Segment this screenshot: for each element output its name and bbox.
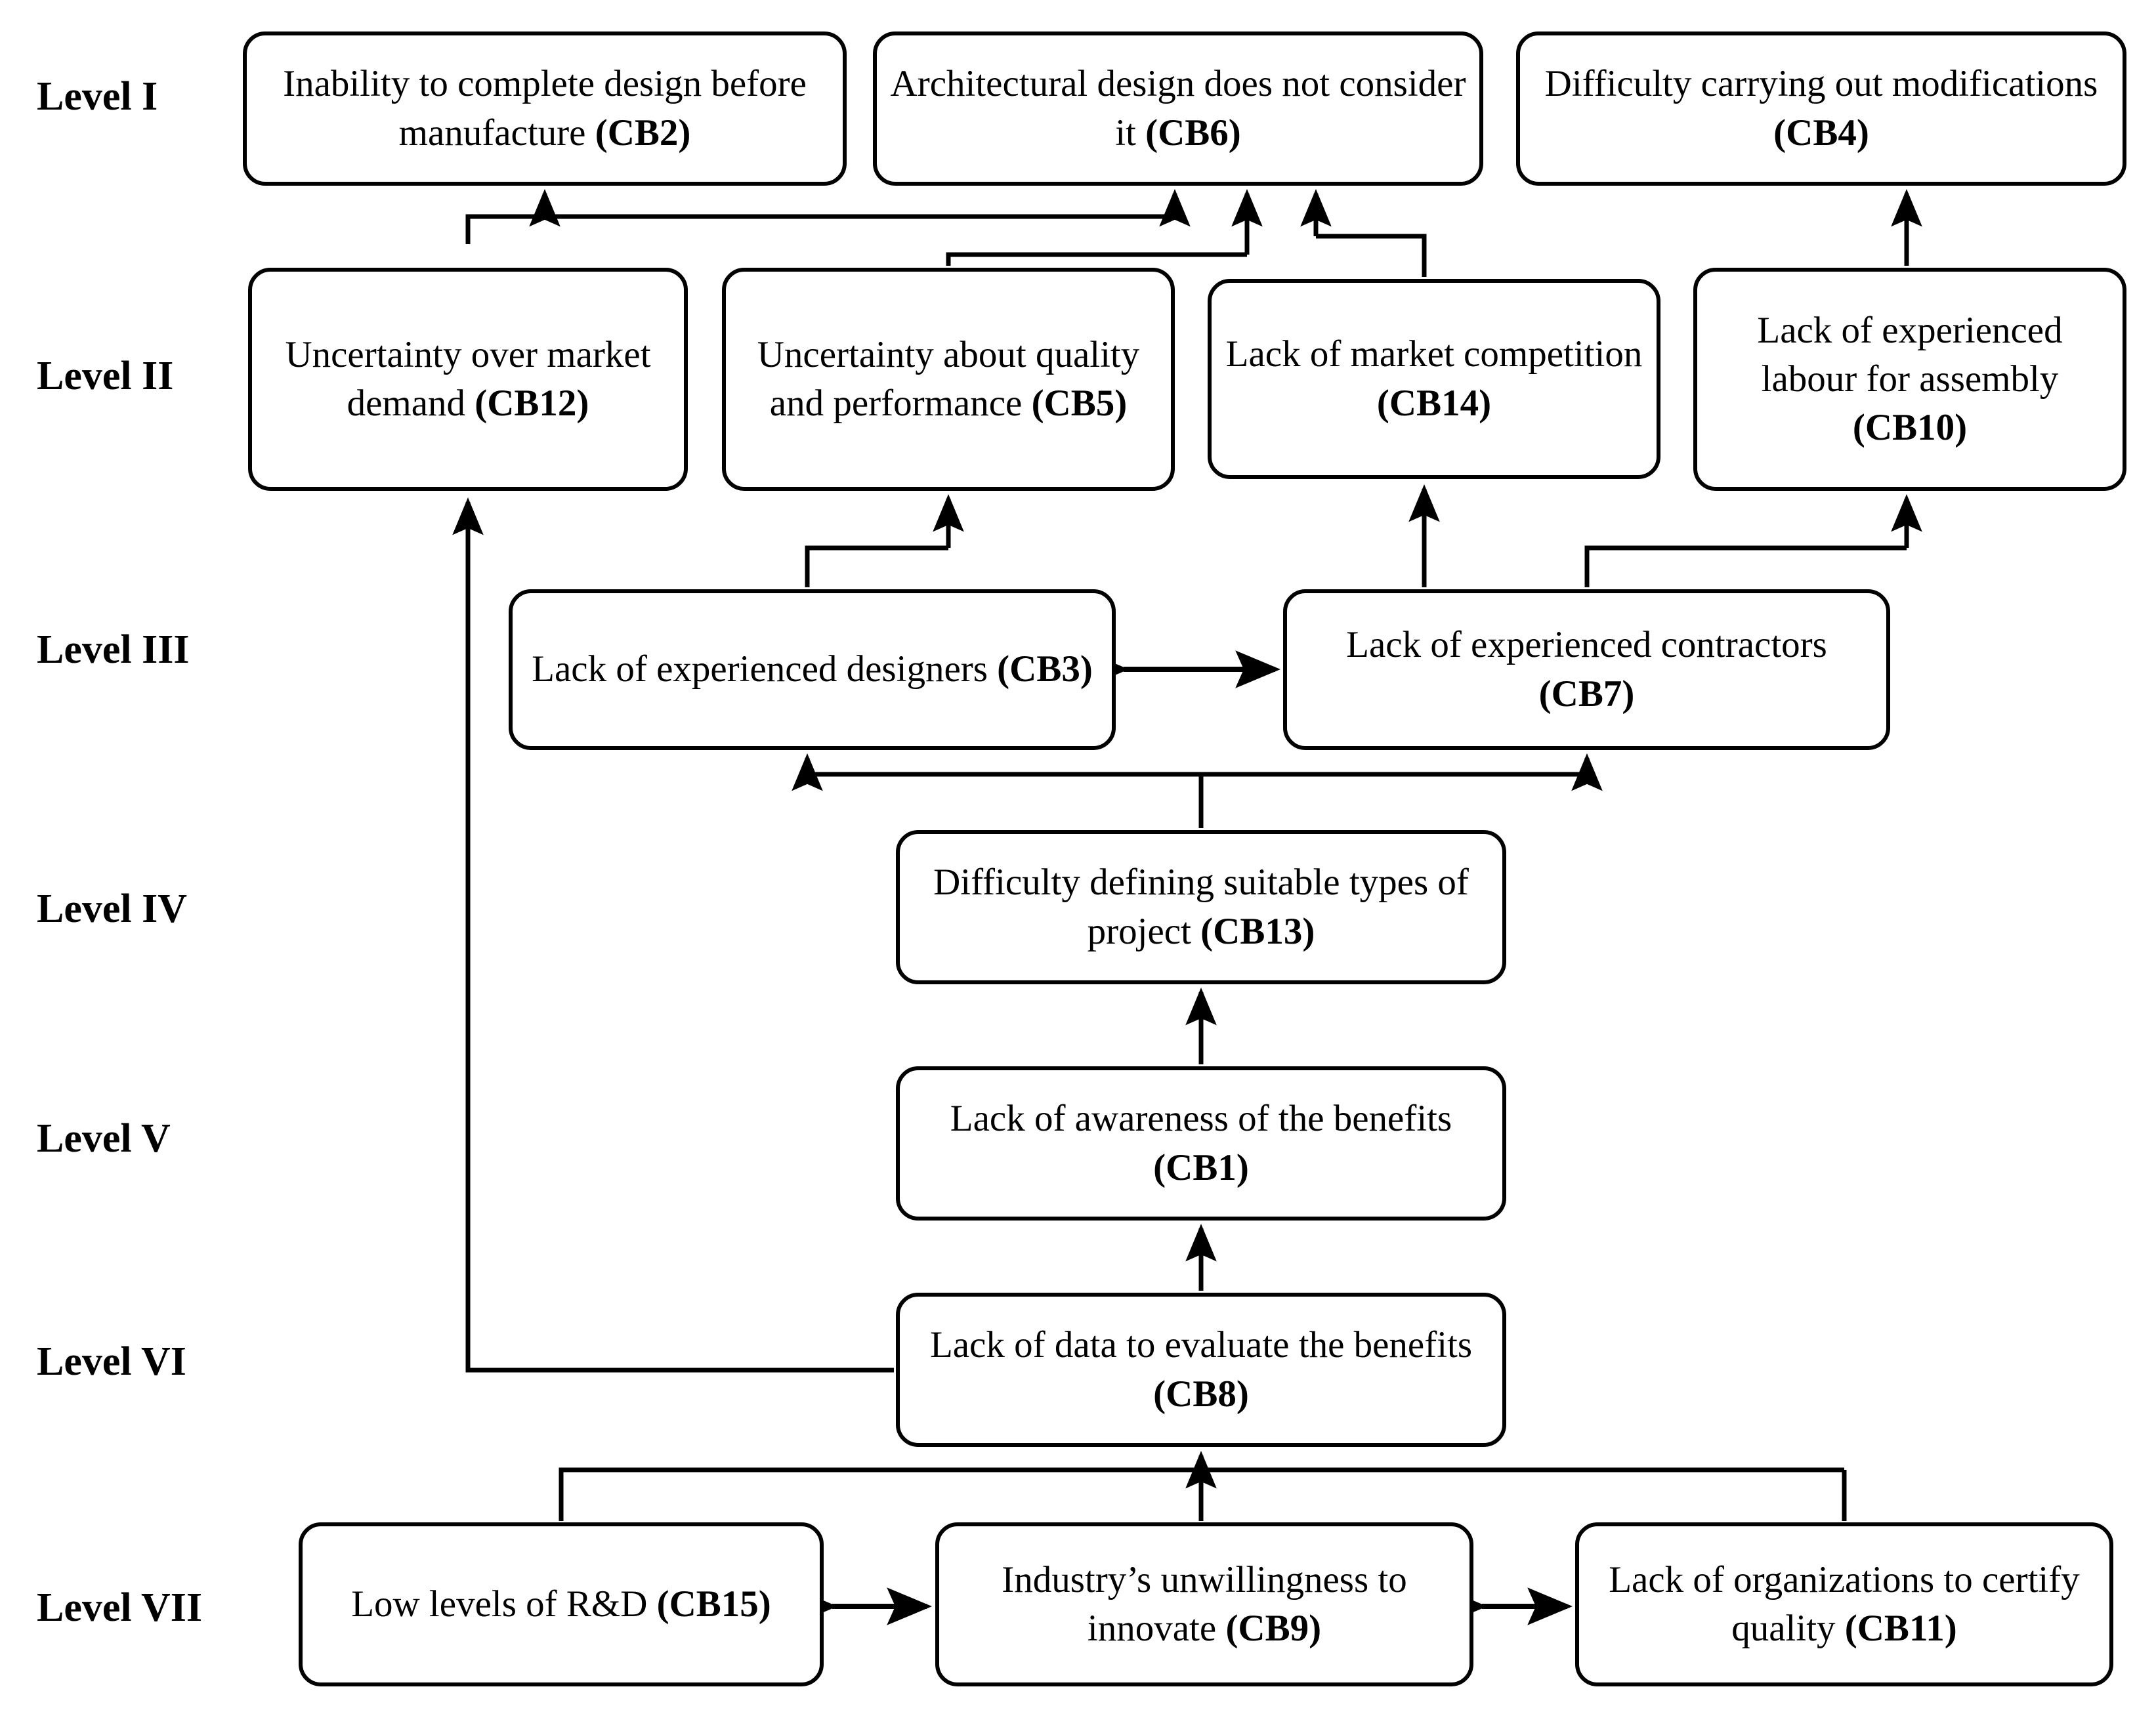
node-cb7-text: Lack of experienced contractors [1346, 624, 1827, 666]
node-cb5-text: Uncertainty about quality and performanc… [757, 333, 1140, 424]
node-cb1-code: (CB1) [1153, 1146, 1249, 1188]
node-cb6-text: Architectural design does not consider i… [890, 63, 1466, 154]
node-cb2[interactable]: Inability to complete design before manu… [243, 31, 847, 186]
node-cb10-text: Lack of experienced labour for assembly [1757, 309, 2063, 400]
edge-level7-bus [559, 1467, 1844, 1521]
edge-cb8-cb12-spine [465, 509, 894, 1373]
node-cb8-text: Lack of data to evaluate the benefits [929, 1324, 1473, 1366]
node-cb11-text: Lack of organizations to certify quality [1609, 1558, 2080, 1649]
node-cb15-text: Low levels of R&D [351, 1583, 657, 1625]
node-cb7[interactable]: Lack of experienced contractors (CB7) [1283, 589, 1890, 750]
node-cb10-code: (CB10) [1852, 407, 1968, 449]
edge-cb7-cb10-bus [1584, 545, 1907, 587]
node-cb2-code: (CB2) [595, 112, 691, 154]
node-cb1[interactable]: Lack of awareness of the benefits (CB1) [896, 1066, 1506, 1221]
node-cb5[interactable]: Uncertainty about quality and performanc… [722, 268, 1175, 491]
edge-cb5-cb6-bus [946, 252, 1247, 266]
node-cb13[interactable]: Difficulty defining suitable types of pr… [896, 830, 1506, 984]
edge-cb12-cb2-seg [468, 217, 545, 243]
node-cb13-text: Difficulty defining suitable types of pr… [933, 862, 1469, 952]
level-label-6: Level VI [37, 1339, 186, 1384]
node-cb3[interactable]: Lack of experienced designers (CB3) [509, 589, 1116, 750]
node-cb12-text: Uncertainty over market demand [285, 333, 651, 424]
edge-cb13-cb3-bus [807, 772, 1204, 828]
node-cb11[interactable]: Lack of organizations to certify quality… [1575, 1522, 2113, 1686]
node-cb14-code: (CB14) [1376, 382, 1492, 424]
node-cb9-code: (CB9) [1225, 1608, 1322, 1649]
level-label-3: Level III [37, 627, 190, 672]
node-cb6[interactable]: Architectural design does not consider i… [873, 31, 1483, 186]
node-cb9-text: Industry’s unwillingness to innovate [1002, 1558, 1407, 1649]
node-cb15-code: (CB15) [656, 1583, 771, 1625]
node-cb14[interactable]: Lack of market competition (CB14) [1208, 279, 1660, 479]
node-cb10[interactable]: Lack of experienced labour for assembly … [1693, 268, 2126, 491]
node-cb15[interactable]: Low levels of R&D (CB15) [299, 1522, 824, 1686]
node-cb1-text: Lack of awareness of the benefits [950, 1098, 1452, 1140]
node-cb2-text: Inability to complete design before manu… [283, 63, 807, 154]
node-cb6-code: (CB6) [1145, 112, 1241, 154]
node-cb12-code: (CB12) [475, 383, 589, 424]
level-label-2: Level II [37, 354, 174, 398]
level-label-1: Level I [37, 74, 158, 119]
node-cb9[interactable]: Industry’s unwillingness to innovate (CB… [935, 1522, 1473, 1686]
node-cb4-text: Difficulty carrying out modifications [1544, 63, 2098, 105]
node-cb4[interactable]: Difficulty carrying out modifications (C… [1516, 31, 2126, 186]
node-cb4-code: (CB4) [1773, 112, 1869, 154]
node-cb3-text: Lack of experienced designers [532, 648, 998, 690]
node-cb14-text: Lack of market competition [1225, 333, 1643, 375]
node-cb12[interactable]: Uncertainty over market demand (CB12) [248, 268, 688, 491]
node-cb7-code: (CB7) [1538, 673, 1635, 715]
node-cb3-code: (CB3) [997, 648, 1093, 690]
node-cb8-code: (CB8) [1153, 1373, 1249, 1415]
level-label-5: Level V [37, 1116, 171, 1161]
level-label-7: Level VII [37, 1585, 203, 1630]
edge-cb3-cb5-bus [805, 545, 948, 587]
edge-cb14-cb6-bus [1316, 234, 1427, 277]
node-cb5-code: (CB5) [1031, 383, 1128, 424]
node-cb11-code: (CB11) [1844, 1608, 1957, 1649]
node-cb13-code: (CB13) [1200, 910, 1315, 952]
node-cb8[interactable]: Lack of data to evaluate the benefits (C… [896, 1293, 1506, 1447]
level-label-4: Level IV [37, 887, 188, 931]
